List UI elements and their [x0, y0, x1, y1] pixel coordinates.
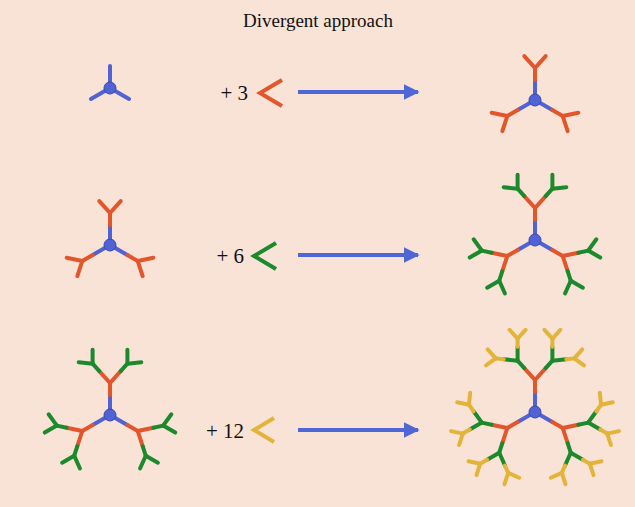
dendrimer-branch [77, 261, 82, 276]
dendrimer-branch [469, 393, 470, 405]
diagram-title: Divergent approach [243, 10, 393, 32]
core-atom [104, 239, 116, 251]
dendrimer-branch [588, 423, 600, 430]
dendrimer-branch [79, 362, 93, 363]
dendrimer-branch [504, 187, 518, 188]
dendrimer-branch [74, 456, 80, 469]
dendrimer-branch [110, 371, 121, 383]
dendrimer-branch [487, 281, 499, 288]
dendrimer-branch [563, 113, 579, 116]
dendrimer-branch [49, 414, 57, 425]
dendrimer-branch [574, 358, 584, 365]
reaction-arrow [298, 253, 418, 257]
dendrimer-branch [516, 347, 520, 361]
core-atom [529, 234, 541, 246]
dendrimer-branch [99, 201, 110, 213]
dendrimer-branch [504, 359, 518, 360]
dendrimer-branch [563, 256, 568, 271]
core-atom [104, 82, 116, 94]
dendrimer-branch [571, 281, 583, 288]
dendrimer-branch [552, 187, 566, 188]
dendrimer-branch [468, 461, 480, 463]
dendrimer-branch [492, 425, 508, 428]
dendrimer-branch [518, 330, 526, 339]
dendrimer-branch [565, 281, 571, 294]
dendrimer-branch [146, 456, 158, 463]
dendrimer-branch [474, 411, 482, 422]
dendrimer-branch [140, 456, 146, 469]
dendrimer-branch [492, 113, 508, 116]
dendrimer-branch [516, 175, 520, 189]
dendrimer-branch [571, 453, 583, 460]
monomer-chevron [254, 418, 274, 442]
core-atom [104, 409, 116, 421]
dendrimer-branch [563, 253, 579, 256]
reagent-count: + 12 [206, 419, 244, 444]
dendrimer-branch [138, 431, 143, 446]
dendrimer-branch [502, 116, 507, 131]
dendrimer-branch [601, 402, 613, 404]
dendrimer-branch [110, 201, 121, 213]
dendrimer-branch [488, 349, 496, 358]
dendrimer-branch [67, 428, 83, 431]
dendrimer-branch [99, 371, 110, 383]
monomer-chevron [254, 243, 276, 269]
dendrimer-branch [552, 359, 566, 360]
dendrimer-branch [62, 456, 74, 463]
dendrimer-branch [470, 423, 482, 430]
dendrimer-branch [502, 256, 507, 271]
core-atom [529, 406, 541, 418]
dendrimer-branch [138, 261, 143, 276]
dendrimer-branch [563, 428, 568, 443]
dendrimer-branch [45, 426, 57, 433]
dendrimer-branch [607, 434, 611, 445]
dendrimer-branch [127, 362, 141, 363]
monomer-chevron [260, 80, 282, 106]
dendrimer-branch [91, 350, 95, 364]
dendrimer-branch [563, 425, 579, 428]
dendrimer-branch [535, 368, 546, 380]
dendrimer-branch [492, 253, 508, 256]
dendrimer-branch [524, 196, 535, 208]
dendrimer-branch [138, 258, 154, 261]
dendrimer-branch [163, 414, 171, 425]
dendrimer-branch [474, 239, 482, 250]
reagent-count: + 6 [216, 244, 244, 269]
dendrimer-branch [552, 330, 560, 339]
dendrimer-branch [499, 281, 505, 294]
dendrimer-branch [504, 473, 508, 484]
dendrimer-branch [524, 56, 535, 68]
dendrimer-branch [451, 431, 463, 433]
dendrimer-branch [535, 196, 546, 208]
dendrimer-branch [138, 428, 154, 431]
reagent-count: + 3 [220, 81, 248, 106]
dendrimer-branch [524, 368, 535, 380]
dendrimer-branch [590, 464, 594, 475]
dendrimer-branch [67, 258, 83, 261]
reaction-arrow [298, 428, 418, 432]
dendrimer-branch [565, 453, 571, 466]
dendrimer-branch [470, 251, 482, 258]
dendrimer-branch [563, 116, 568, 131]
dendrimer-branch [499, 453, 505, 466]
core-atom [529, 94, 541, 106]
dendrimer-branch [77, 431, 82, 446]
dendrimer-branch [551, 473, 562, 478]
dendrimer-branch [502, 428, 507, 443]
dendrimer-branch [588, 239, 596, 250]
dendrimer-branch [535, 56, 546, 68]
dendrimer-branch [163, 426, 175, 433]
dendrimer-branch [588, 411, 596, 422]
dendrimer-branch [487, 453, 499, 460]
dendrimer-branch [588, 251, 600, 258]
reaction-arrow [298, 90, 418, 94]
